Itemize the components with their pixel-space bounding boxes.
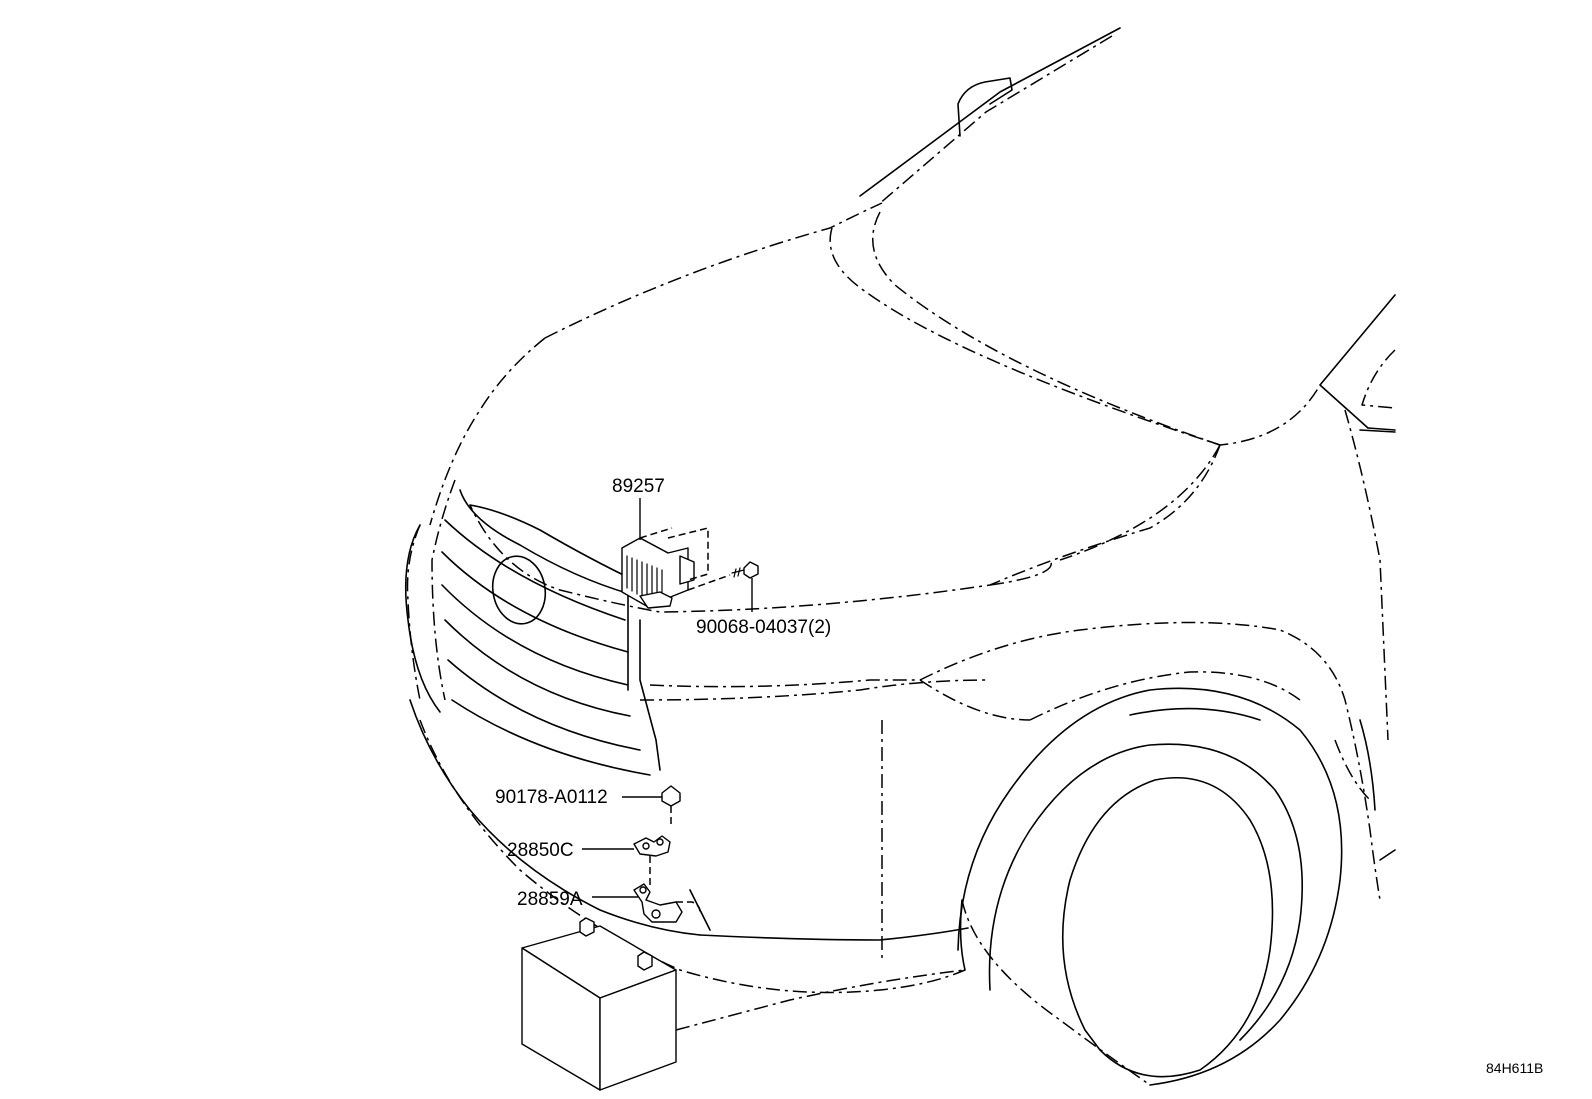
vehicle-front-outline (404, 27, 1396, 1086)
bolt-icon (731, 561, 759, 579)
part-label-bracket-a: 28859A (517, 889, 583, 910)
bracket-body-link (676, 901, 701, 913)
bracket-icon (633, 883, 683, 923)
battery-dashed-link (675, 969, 966, 1031)
battery-icon (521, 917, 677, 1091)
part-label-nut: 90178-A0112 (495, 787, 608, 808)
part-label-bracket-c: 28850C (507, 840, 574, 861)
nut-icon (661, 785, 681, 807)
control-module-icon (621, 527, 709, 609)
illustration-code: 84H611B (1486, 1060, 1543, 1076)
bolt-dashed-link (687, 574, 731, 591)
part-label-module: 89257 (612, 476, 665, 497)
part-label-bolt: 90068-04037(2) (696, 617, 831, 638)
bracket-icon (633, 835, 671, 857)
